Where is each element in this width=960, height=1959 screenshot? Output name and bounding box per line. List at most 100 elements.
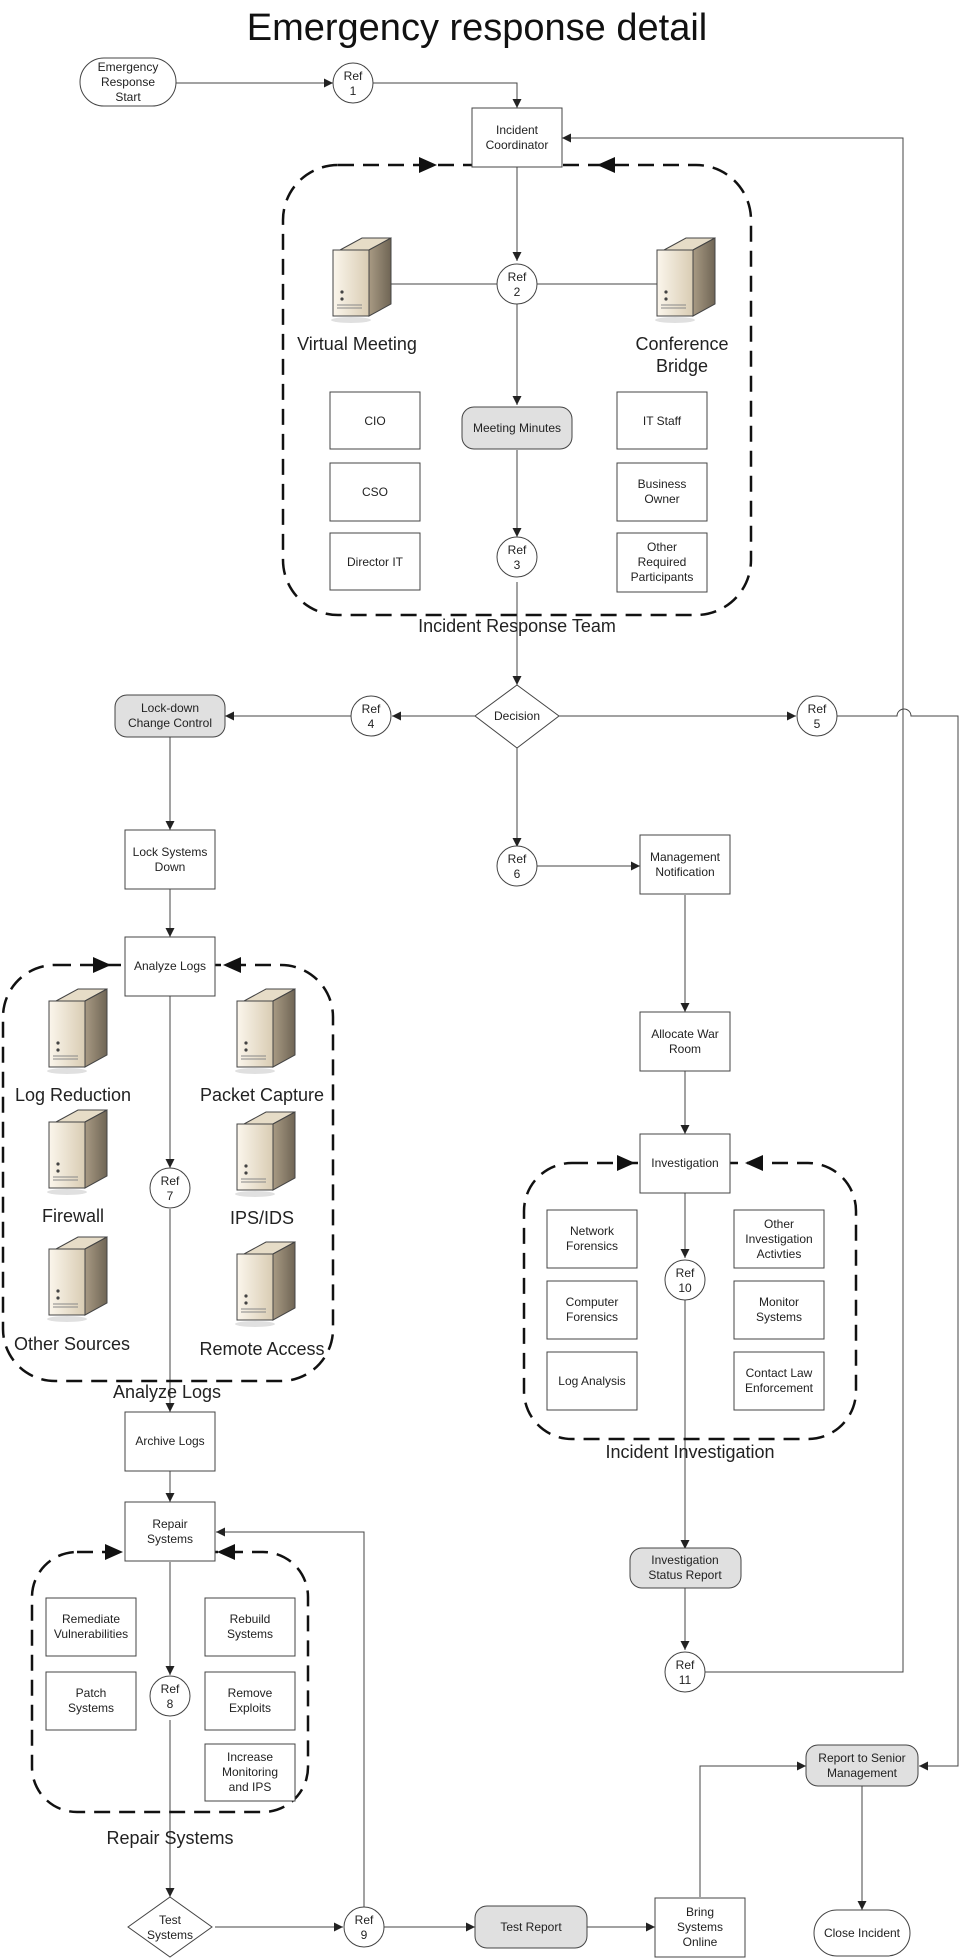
svg-text:Log Analysis: Log Analysis	[558, 1374, 625, 1388]
server-label-ips-ids: IPS/IDS	[230, 1208, 294, 1228]
node-director-it[interactable]: Director IT	[329, 532, 421, 591]
svg-text:Decision: Decision	[494, 709, 540, 723]
server-label-virtual-meeting: Virtual Meeting	[297, 334, 417, 354]
svg-text:Test Report: Test Report	[500, 1920, 562, 1934]
node-cio[interactable]: CIO	[329, 391, 421, 450]
node-analyze-logs[interactable]: Analyze Logs	[124, 936, 216, 997]
node-test-report[interactable]: Test Report	[474, 1905, 588, 1949]
server-icon	[235, 1111, 296, 1197]
group-repair-systems: Repair Systems	[30, 1550, 310, 1848]
server-icon	[235, 1241, 296, 1327]
group-label-incident-response-team: Incident Response Team	[418, 616, 616, 636]
terminal-close-incident[interactable]: Close Incident	[813, 1909, 911, 1957]
server-icon	[47, 988, 108, 1074]
node-it-staff[interactable]: IT Staff	[616, 391, 708, 450]
connector-lines	[165, 78, 959, 1932]
node-archive-logs[interactable]: Archive Logs	[124, 1411, 216, 1472]
server-label-firewall: Firewall	[42, 1206, 104, 1226]
node-meeting-minutes[interactable]: Meeting Minutes	[461, 406, 573, 450]
server-label-remote-access: Remote Access	[199, 1339, 324, 1359]
group-incident-investigation: Incident Investigation	[522, 1161, 858, 1462]
svg-text:Archive Logs: Archive Logs	[135, 1434, 204, 1448]
server-label-other-sources: Other Sources	[14, 1334, 130, 1354]
svg-text:Investigation: Investigation	[651, 1156, 718, 1170]
svg-text:IT Staff: IT Staff	[643, 414, 682, 428]
node-cso[interactable]: CSO	[329, 462, 421, 522]
group-direction-markers	[93, 157, 763, 1560]
decision-main[interactable]: Decision	[474, 684, 560, 749]
svg-text:CSO: CSO	[362, 485, 388, 499]
group-label-repair-systems: Repair Systems	[106, 1828, 233, 1848]
page-title: Emergency response detail	[247, 7, 707, 49]
node-investigation[interactable]: Investigation	[639, 1133, 731, 1194]
server-icon	[47, 1109, 108, 1195]
node-log-analysis[interactable]: Log Analysis	[546, 1351, 638, 1411]
